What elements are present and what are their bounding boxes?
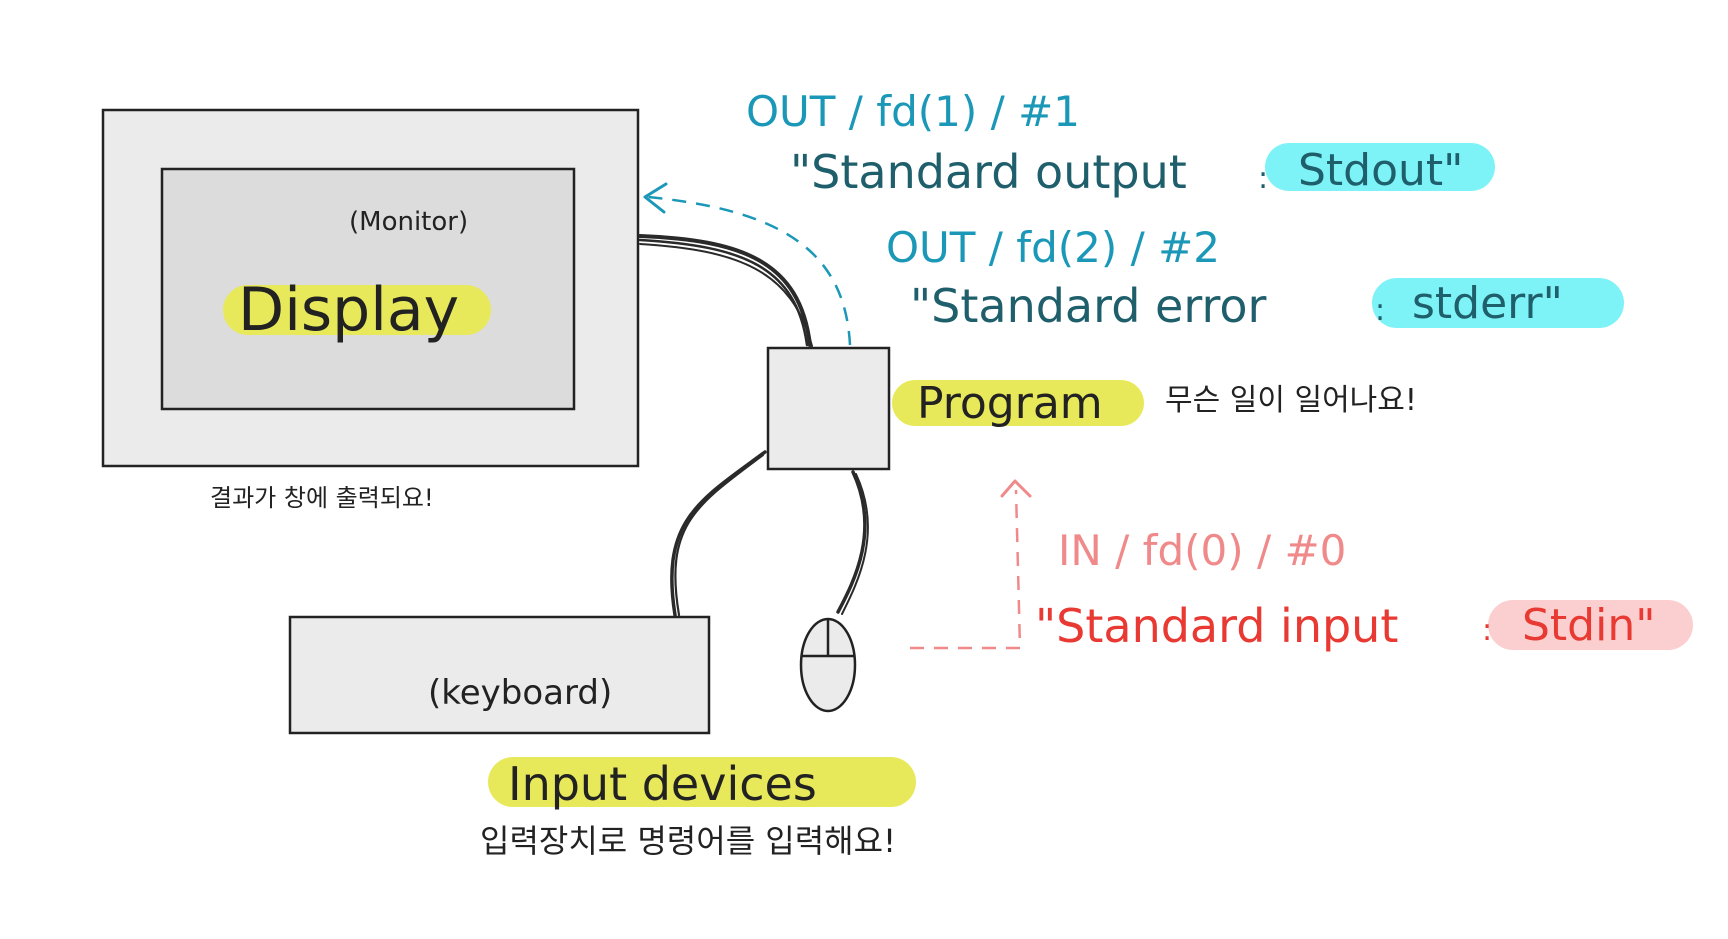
display-highlight bbox=[223, 285, 491, 335]
program-note: 무슨 일이 일어나요! bbox=[1165, 383, 1417, 418]
input-devices-title: Input devices bbox=[508, 757, 817, 811]
keyboard-label: (keyboard) bbox=[428, 673, 612, 713]
stdin-label: "Standard input bbox=[1035, 599, 1398, 653]
stderr-header: OUT / fd(2) / #2 bbox=[886, 223, 1220, 272]
program-highlight bbox=[892, 380, 1144, 426]
stdout-name: Stdout" bbox=[1298, 145, 1463, 196]
stdin-arrow-line bbox=[910, 489, 1022, 650]
stdout-arrow-head bbox=[643, 182, 668, 214]
mouse-cable bbox=[836, 470, 869, 615]
stderr-name-highlight bbox=[1372, 278, 1624, 328]
display-title: Display bbox=[238, 275, 459, 345]
stdin-name-highlight bbox=[1488, 600, 1693, 650]
stdin-header: IN / fd(0) / #0 bbox=[1058, 526, 1346, 575]
display-caption: 결과가 창에 출력되요! bbox=[210, 484, 434, 512]
input-devices-caption: 입력장치로 명령어를 입력해요! bbox=[480, 822, 896, 860]
stderr-separator: : bbox=[1375, 293, 1385, 328]
monitor-note: (Monitor) bbox=[349, 207, 468, 237]
keyboard-box bbox=[288, 615, 711, 735]
input-devices-highlight bbox=[488, 757, 916, 807]
monitor: (Monitor) Display bbox=[101, 108, 640, 468]
stdout-header: OUT / fd(1) / #1 bbox=[746, 87, 1080, 136]
stdout-separator: : bbox=[1258, 161, 1268, 196]
stdout-name-highlight bbox=[1265, 143, 1495, 191]
stderr-name: stderr" bbox=[1412, 278, 1563, 329]
program-box bbox=[766, 346, 891, 471]
stdout-arrow-line bbox=[647, 195, 852, 346]
stdin-name: Stdin" bbox=[1522, 600, 1655, 651]
stdin-separator: : bbox=[1482, 613, 1492, 648]
program-title: Program bbox=[917, 378, 1103, 429]
stderr-label: "Standard error bbox=[910, 279, 1266, 333]
stdout-label: "Standard output bbox=[790, 145, 1187, 199]
stdin-arrow-head bbox=[1000, 479, 1032, 498]
mouse-icon bbox=[799, 617, 857, 713]
monitor-cable bbox=[638, 234, 813, 347]
keyboard-cable bbox=[670, 450, 767, 617]
